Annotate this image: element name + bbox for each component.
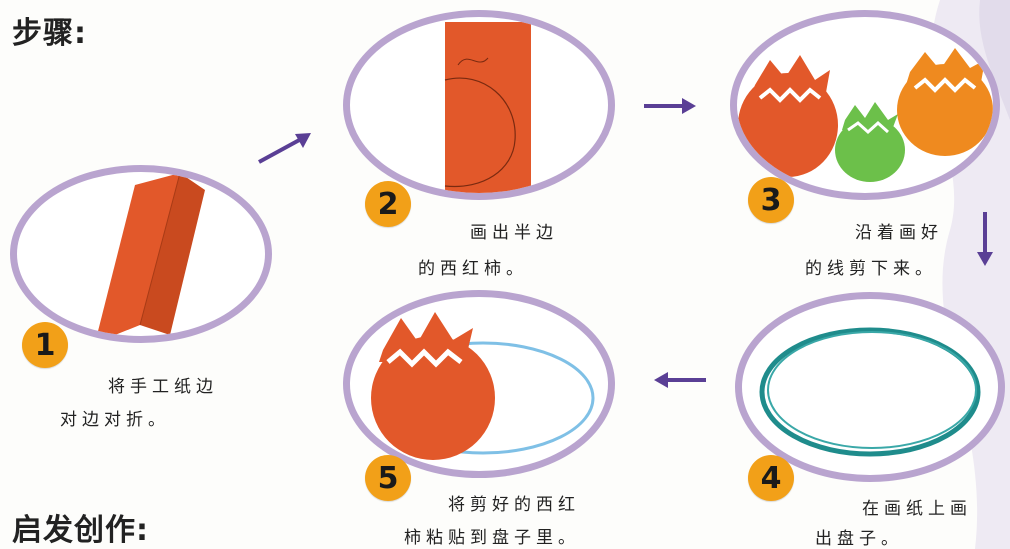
step-1-caption-line2: 对边对折。 — [60, 410, 170, 430]
step-5-oval — [343, 290, 615, 478]
folded-paper-image — [96, 172, 205, 336]
arrow-step1-to-step2 — [258, 133, 311, 164]
arrow-step4-to-step5 — [654, 372, 706, 388]
step-1-oval — [10, 165, 272, 343]
step-4-caption-line1: 在画纸上画 — [862, 499, 972, 519]
step-4-badge: 4 — [748, 455, 794, 501]
step-5-caption-line2: 柿粘贴到盘子里。 — [404, 528, 580, 548]
tomato-on-plate-image — [371, 312, 595, 460]
arrow-step3-to-step4 — [977, 212, 993, 266]
step-2-caption-line2: 的西红柿。 — [418, 259, 528, 279]
step-5-caption-line1: 将剪好的西红 — [448, 495, 580, 515]
step-3-oval — [730, 10, 1000, 200]
step-3-badge: 3 — [748, 177, 794, 223]
step-4-oval — [735, 292, 1005, 482]
arrow-step2-to-step3 — [644, 98, 696, 114]
step-3-caption-line1: 沿着画好 — [855, 223, 943, 243]
step-4-caption-line2: 出盘子。 — [815, 529, 903, 549]
cut-tomatoes-image — [738, 48, 993, 182]
step-2-oval — [343, 10, 615, 200]
create-heading: 启发创作: — [12, 513, 149, 548]
step-1-badge: 1 — [22, 322, 68, 368]
drawn-plate-image — [759, 327, 981, 457]
step-2-caption-line1: 画出半边 — [470, 223, 558, 243]
paper-with-drawing-image — [444, 22, 531, 193]
step-3-caption-line2: 的线剪下来。 — [805, 259, 937, 279]
step-2-badge: 2 — [365, 181, 411, 227]
steps-heading: 步骤: — [12, 16, 87, 51]
step-1-caption-line1: 将手工纸边 — [108, 377, 218, 397]
step-5-badge: 5 — [365, 455, 411, 501]
